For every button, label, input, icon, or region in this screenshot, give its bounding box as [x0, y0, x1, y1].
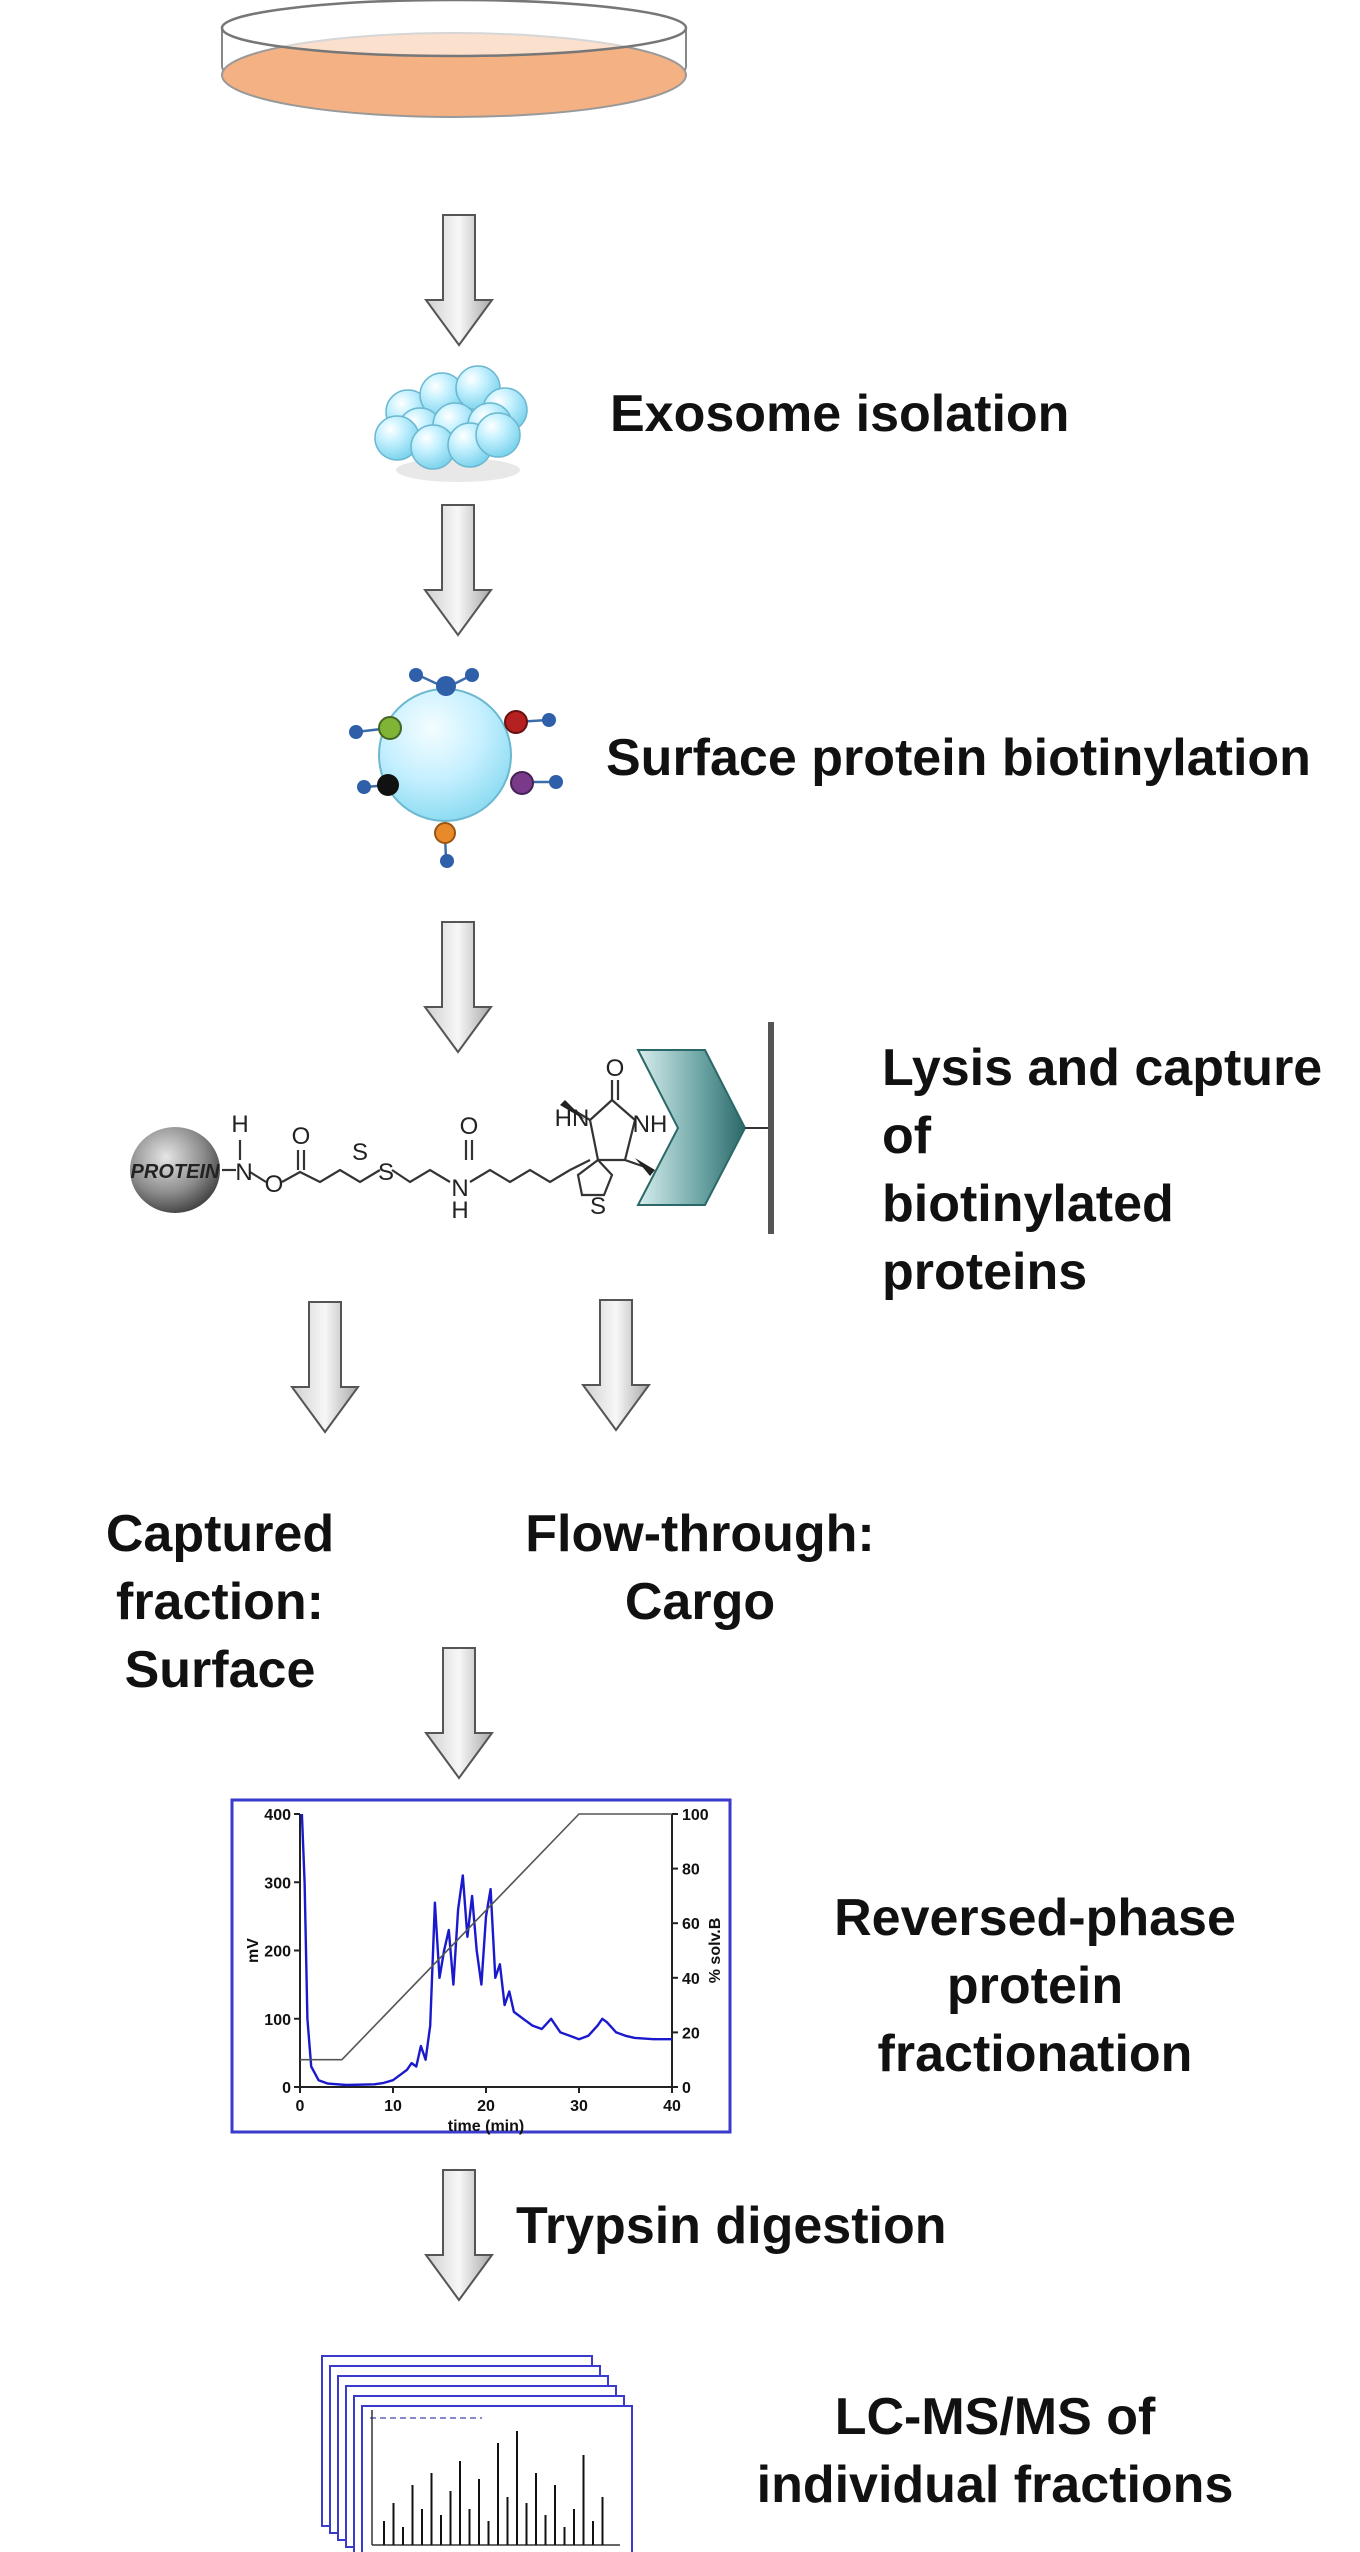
ms-spectra-stack-icon	[321, 2355, 633, 2552]
streptavidin-bead-icon	[636, 1022, 774, 1234]
y-tick-label: 100	[264, 2012, 291, 2029]
absorbance-trace	[300, 1813, 672, 2087]
x-tick-label: 10	[384, 2098, 402, 2115]
lcms-line2: individual fractions	[756, 2456, 1234, 2514]
svg-text:O: O	[460, 1113, 479, 1140]
down-arrow-icon	[290, 1301, 360, 1434]
chart-frame	[230, 1798, 732, 2134]
captured-line1: Captured fraction:	[105, 1505, 335, 1631]
y-tick-label: 200	[264, 1944, 291, 1961]
x-axis-label: time (min)	[448, 2118, 524, 2135]
protein-label: PROTEIN	[131, 1161, 220, 1183]
down-arrow-icon	[424, 2169, 494, 2302]
y-axis-label: mV	[245, 1938, 262, 1963]
svg-text:S: S	[590, 1193, 606, 1220]
y-tick-label: 0	[282, 2080, 291, 2097]
biotinylated-exosome-icon	[349, 668, 563, 868]
petri-dish-icon	[220, 0, 688, 118]
biotin-linker-structure: PROTEIN H N O O S S H N O HN O NH	[130, 1055, 667, 1224]
y2-tick-label: 80	[682, 1862, 700, 1879]
y2-tick-label: 20	[682, 2025, 700, 2042]
rp-line3: fractionation	[877, 2025, 1193, 2083]
flowthrough-line2: Cargo	[624, 1573, 776, 1631]
lcms-line1: LC-MS/MS of	[834, 2388, 1156, 2446]
svg-text:O: O	[606, 1055, 625, 1082]
captured-fraction-label: Captured fraction: Surface	[0, 1500, 440, 1704]
step-lcms: LC-MS/MS of individual fractions	[750, 2383, 1240, 2519]
gradient-line	[300, 1813, 672, 2061]
x-tick-label: 20	[477, 2098, 495, 2115]
svg-text:O: O	[265, 1171, 284, 1198]
svg-text:H: H	[231, 1111, 248, 1138]
step-reversed-phase: Reversed-phase protein fractionation	[820, 1884, 1250, 2088]
y2-tick-label: 0	[682, 2080, 691, 2097]
y2-tick-label: 60	[682, 1916, 700, 1933]
captured-line2: Surface	[124, 1641, 316, 1699]
svg-text:S: S	[352, 1139, 368, 1166]
step-lysis-capture: Lysis and capture of biotinylated protei…	[882, 1034, 1360, 1306]
svg-text:H: H	[451, 1197, 468, 1224]
down-arrow-icon	[423, 921, 493, 1054]
y2-axis-label: % solv.B	[707, 1918, 724, 1984]
step-exosome-isolation: Exosome isolation	[610, 385, 1070, 443]
down-arrow-icon	[423, 504, 493, 637]
step-surface-biotinylation: Surface protein biotinylation	[606, 729, 1311, 787]
svg-text:NH: NH	[633, 1111, 668, 1138]
svg-text:N: N	[235, 1159, 252, 1186]
x-tick-label: 30	[570, 2098, 588, 2115]
svg-text:N: N	[451, 1175, 468, 1202]
rp-line2: protein	[946, 1957, 1124, 2015]
y2-tick-label: 40	[682, 1971, 700, 1988]
y-tick-label: 300	[264, 1875, 291, 1892]
svg-text:HN: HN	[555, 1105, 590, 1132]
down-arrow-icon	[424, 1647, 494, 1780]
svg-text:S: S	[378, 1159, 394, 1186]
svg-text:O: O	[292, 1123, 311, 1150]
down-arrow-icon	[424, 214, 494, 347]
x-tick-label: 0	[296, 2098, 305, 2115]
y-tick-label: 400	[264, 1807, 291, 1824]
y2-tick-label: 100	[682, 1807, 709, 1824]
step-lysis-line1: Lysis and capture of	[882, 1039, 1323, 1165]
step-trypsin-digestion: Trypsin digestion	[516, 2197, 947, 2255]
rp-line1: Reversed-phase	[834, 1889, 1236, 1947]
flowthrough-label: Flow-through: Cargo	[510, 1500, 890, 1636]
flowthrough-line1: Flow-through:	[525, 1505, 875, 1563]
step-lysis-line3: proteins	[882, 1243, 1088, 1301]
exosome-cluster-icon	[374, 365, 528, 482]
x-tick-label: 40	[663, 2098, 681, 2115]
down-arrow-icon	[581, 1299, 651, 1432]
step-lysis-line2: biotinylated	[882, 1175, 1174, 1233]
